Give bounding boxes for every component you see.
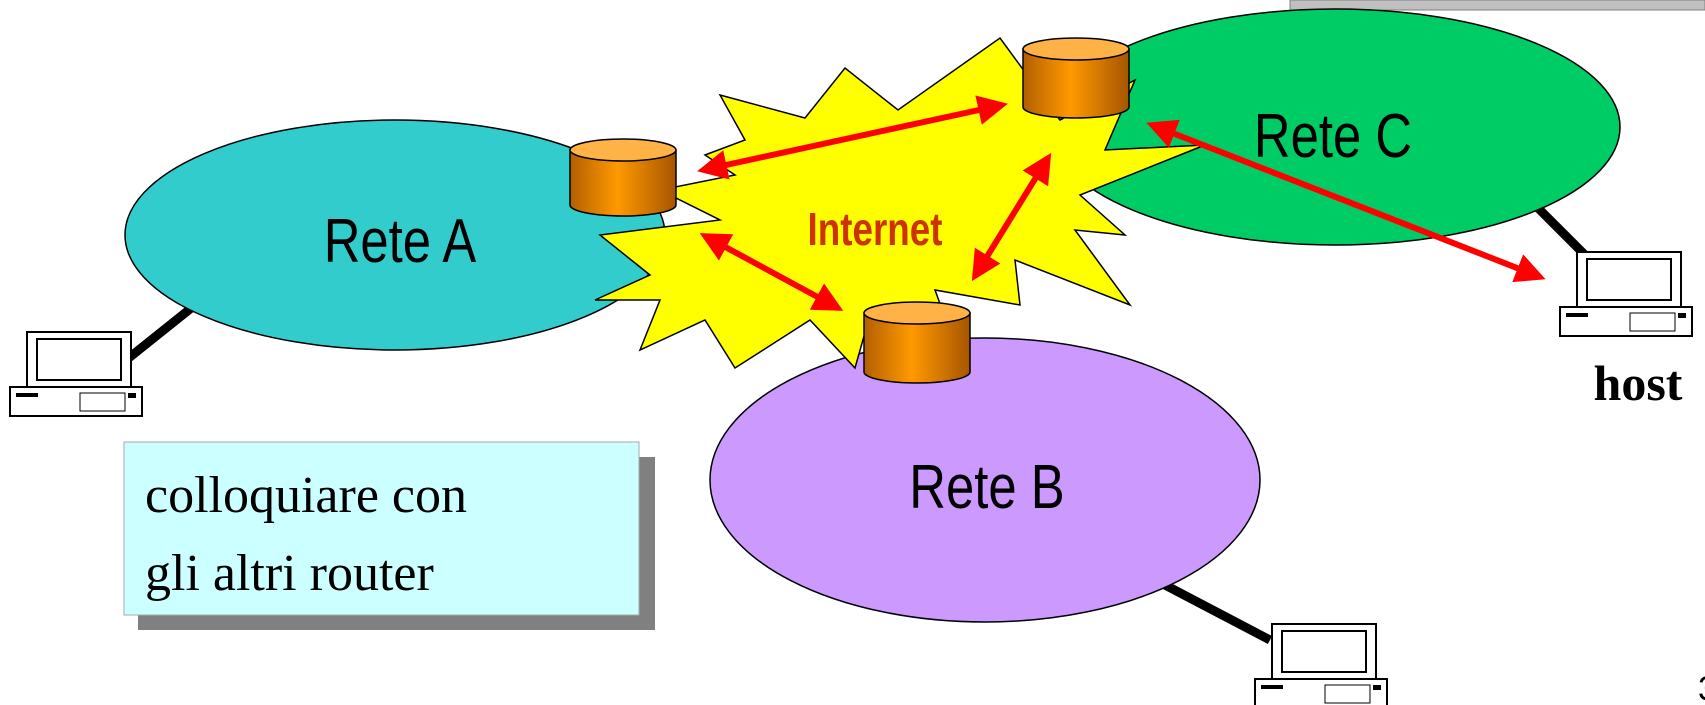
link-a-b [699, 233, 844, 311]
note-box [123, 441, 640, 616]
note-line-2: gli altri router [145, 545, 434, 602]
network-a-label: Rete A [324, 207, 477, 276]
link-a-c [697, 95, 1008, 180]
link-b-c [971, 152, 1052, 282]
cable-host-b [1162, 581, 1273, 644]
network-c-label: Rete B [909, 453, 1064, 522]
computer-a-icon [9, 331, 143, 417]
internet-label: Internet [808, 203, 943, 255]
page-number: 3 [1698, 670, 1705, 705]
router-links [697, 95, 1546, 311]
top-bar-fragment [1289, 0, 1705, 11]
note-line-1: colloquiare con [145, 467, 467, 524]
cable-host-a [117, 301, 198, 369]
router-b [863, 301, 971, 384]
link-c-host [1146, 119, 1546, 283]
computer-b-icon [1254, 623, 1388, 705]
computer-c-icon [1559, 251, 1693, 337]
network-b-ellipse [709, 337, 1261, 623]
router-c [1022, 37, 1130, 119]
host-label: host [1594, 355, 1683, 411]
router-a [569, 138, 677, 217]
network-b-label: Rete C [1254, 102, 1412, 171]
